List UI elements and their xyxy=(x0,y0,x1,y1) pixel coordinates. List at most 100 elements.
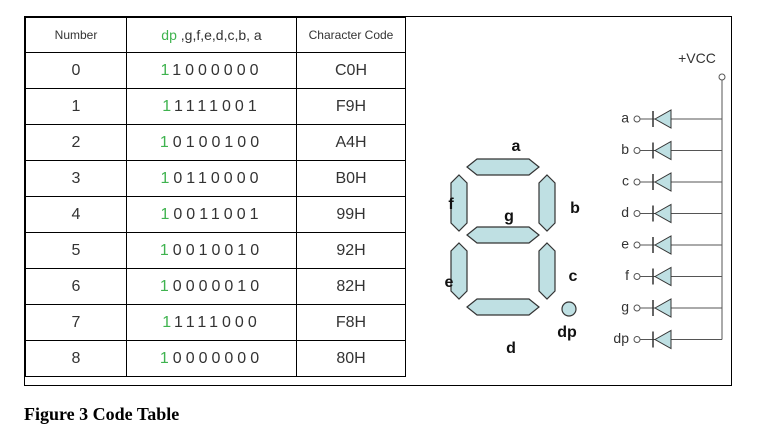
row-bits: 10000000 xyxy=(126,340,297,377)
pin-label-g: g xyxy=(621,299,629,315)
row-bits: 10000010 xyxy=(126,268,297,305)
row-code: 80H xyxy=(296,340,406,377)
row-segment-bits: 0110000 xyxy=(173,169,263,187)
segment-label-e: e xyxy=(445,274,454,291)
header-code: Character Code xyxy=(296,17,406,53)
figure-caption: Figure 3 Code Table xyxy=(24,404,180,424)
row-code: 82H xyxy=(296,268,406,305)
code-table: Number dp ,g,f,e,d,c,b, a Character Code… xyxy=(25,17,406,377)
row-segment-bits: 0010010 xyxy=(172,241,264,259)
row-segment-bits: 0100100 xyxy=(172,133,264,151)
segment-e xyxy=(450,242,468,300)
row-code: F9H xyxy=(296,88,406,125)
seven-segment-display: a b c d e f g dp xyxy=(445,138,581,357)
header-bits-rest: ,g,f,e,d,c,b, a xyxy=(176,27,262,43)
pin-terminal-e xyxy=(633,241,641,249)
row-segment-bits: 0000000 xyxy=(172,349,264,367)
row-bits: 10010010 xyxy=(126,232,297,269)
vcc-terminal xyxy=(718,73,726,81)
row-dp-bit: 1 xyxy=(159,349,173,367)
row-number: 0 xyxy=(25,52,127,89)
row-dp-bit: 1 xyxy=(159,241,173,259)
diode-b xyxy=(653,140,672,161)
pin-terminal-dp xyxy=(633,336,641,343)
row-dp-bit: 1 xyxy=(160,205,174,223)
segment-label-f: f xyxy=(448,196,454,213)
segment-label-d: d xyxy=(506,340,516,357)
row-segment-bits: 1111001 xyxy=(173,97,261,115)
row-segment-bits: 0000010 xyxy=(172,277,264,295)
header-bits-dp: dp xyxy=(161,27,177,43)
pin-label-d: d xyxy=(621,204,629,220)
row-bits: 11000000 xyxy=(126,52,297,89)
segment-label-dp: dp xyxy=(557,324,577,341)
row-bits: 10110000 xyxy=(126,160,297,197)
row-segment-bits: 1111000 xyxy=(173,313,261,331)
row-code: A4H xyxy=(296,124,406,161)
row-code: 92H xyxy=(296,232,406,269)
row-number: 7 xyxy=(25,304,127,341)
segment-b xyxy=(538,174,556,232)
segment-label-a: a xyxy=(512,138,521,155)
row-number: 4 xyxy=(25,196,127,233)
diode-dp xyxy=(653,329,672,350)
diode-e xyxy=(653,235,672,255)
row-code: C0H xyxy=(296,52,406,89)
pin-terminal-d xyxy=(633,210,641,217)
pin-label-b: b xyxy=(621,141,629,157)
pin-terminal-b xyxy=(633,147,641,154)
pin-label-e: e xyxy=(621,236,629,252)
row-number: 5 xyxy=(25,232,127,269)
header-number: Number xyxy=(25,17,127,53)
segment-g xyxy=(466,226,540,244)
row-code: B0H xyxy=(296,160,406,197)
row-bits: 11111001 xyxy=(126,88,297,125)
pin-label-dp: dp xyxy=(613,330,629,346)
segment-label-c: c xyxy=(569,268,578,285)
segment-d xyxy=(466,298,540,316)
figure-frame: Number dp ,g,f,e,d,c,b, a Character Code… xyxy=(24,16,732,386)
row-segment-bits: 1000000 xyxy=(172,61,263,79)
segment-dp xyxy=(561,301,577,317)
pin-terminal-c xyxy=(633,178,641,186)
row-dp-bit: 1 xyxy=(162,313,174,331)
row-number: 3 xyxy=(25,160,127,197)
row-number: 1 xyxy=(25,88,127,125)
row-dp-bit: 1 xyxy=(162,97,174,115)
diode-f xyxy=(653,266,672,287)
pin-label-c: c xyxy=(622,173,629,189)
pin-label-f: f xyxy=(625,267,629,283)
row-bits: 10100100 xyxy=(126,124,297,161)
diode-a xyxy=(653,109,672,129)
header-bits: dp ,g,f,e,d,c,b, a xyxy=(126,17,297,53)
row-code: F8H xyxy=(296,304,406,341)
segment-a xyxy=(466,158,540,176)
row-bits: 10011001 xyxy=(126,196,297,233)
row-number: 6 xyxy=(25,268,127,305)
segment-label-g: g xyxy=(504,208,514,225)
row-dp-bit: 1 xyxy=(159,277,173,295)
row-dp-bit: 1 xyxy=(160,61,173,79)
row-number: 2 xyxy=(25,124,127,161)
segment-f xyxy=(450,174,468,232)
pin-terminal-g xyxy=(633,304,641,312)
table-header-row: Number dp ,g,f,e,d,c,b, a Character Code xyxy=(25,17,406,53)
row-number: 8 xyxy=(25,340,127,377)
row-segment-bits: 0011001 xyxy=(173,205,263,223)
pin-terminal-f xyxy=(633,273,641,280)
segment-label-b: b xyxy=(570,200,580,217)
row-code: 99H xyxy=(296,196,406,233)
row-dp-bit: 1 xyxy=(160,169,174,187)
vcc-label: +VCC xyxy=(678,50,716,66)
segment-c xyxy=(538,242,556,300)
row-bits: 11111000 xyxy=(126,304,297,341)
